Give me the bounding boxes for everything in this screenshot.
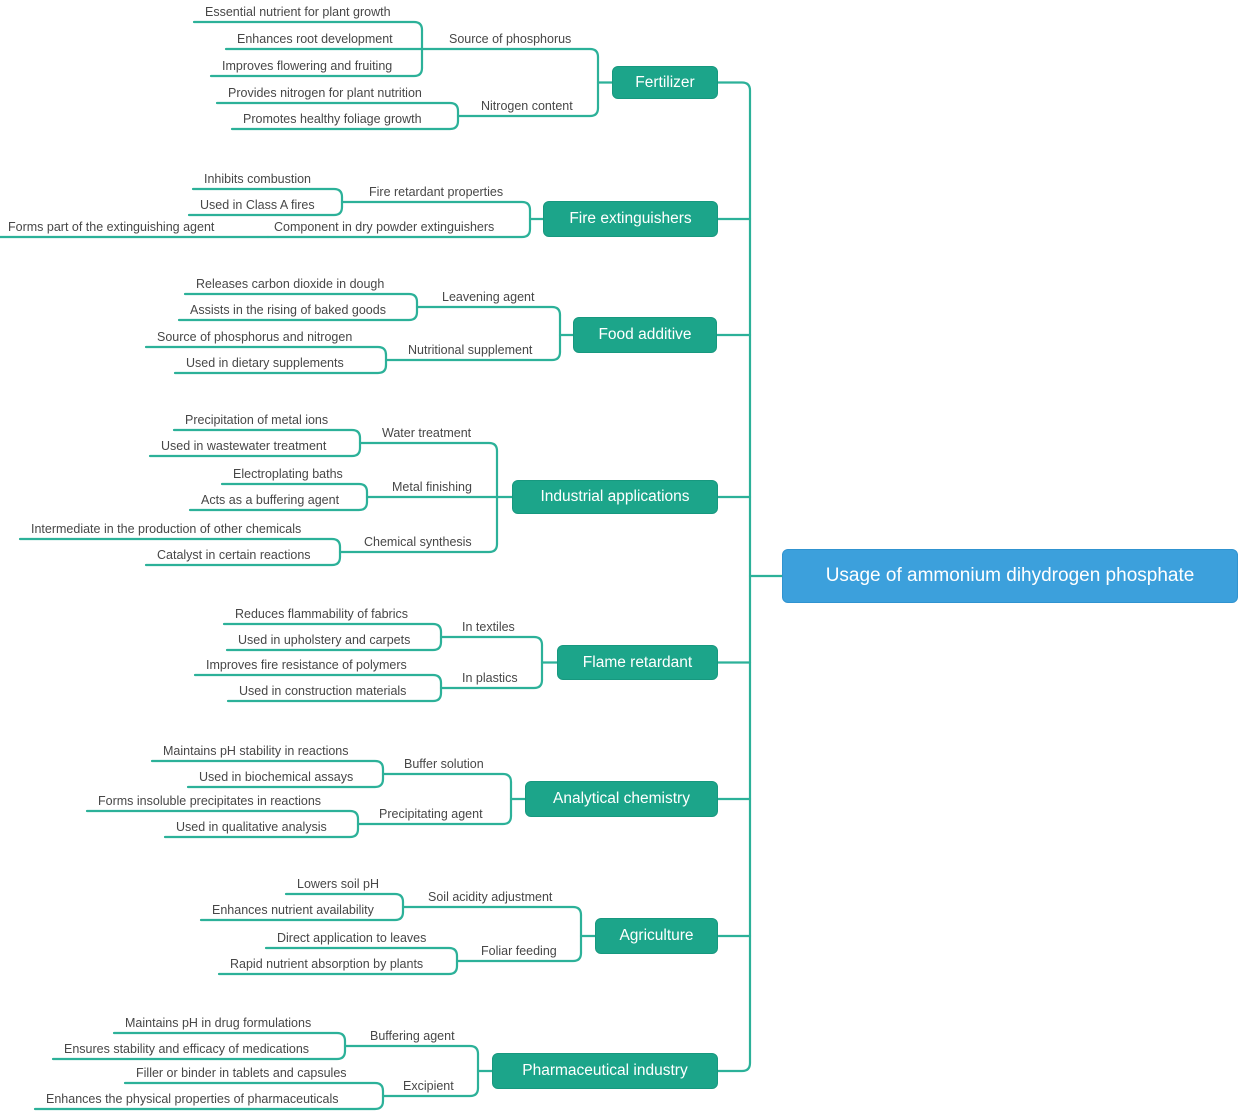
leaf-node[interactable]: Inhibits combustion [204, 172, 312, 186]
subbranch-node[interactable]: Precipitating agent [379, 807, 483, 821]
leaf-node[interactable]: Reduces flammability of fabrics [235, 607, 408, 621]
leaf-node[interactable]: Used in qualitative analysis [176, 820, 327, 834]
leaf-node[interactable]: Enhances root development [237, 32, 393, 46]
branch-node-pharmaceutical-industry[interactable]: Pharmaceutical industry [492, 1053, 718, 1089]
leaf-node[interactable]: Source of phosphorus and nitrogen [157, 330, 353, 344]
leaf-node[interactable]: Maintains pH in drug formulations [125, 1016, 312, 1030]
subbranch-node[interactable]: Excipient [403, 1079, 454, 1093]
branch-node-fire-extinguishers[interactable]: Fire extinguishers [543, 201, 718, 237]
branch-node-food-additive[interactable]: Food additive [573, 317, 717, 353]
leaf-node[interactable]: Filler or binder in tablets and capsules [136, 1066, 347, 1080]
subbranch-node[interactable]: In textiles [462, 620, 515, 634]
leaf-node[interactable]: Promotes healthy foliage growth [243, 112, 422, 126]
subbranch-node[interactable]: Chemical synthesis [364, 535, 472, 549]
leaf-node[interactable]: Used in upholstery and carpets [238, 633, 411, 647]
subbranch-node[interactable]: Nutritional supplement [408, 343, 533, 357]
leaf-node[interactable]: Acts as a buffering agent [201, 493, 340, 507]
leaf-node[interactable]: Ensures stability and efficacy of medica… [64, 1042, 310, 1056]
subbranch-node[interactable]: In plastics [462, 671, 518, 685]
leaf-node[interactable]: Releases carbon dioxide in dough [196, 277, 385, 291]
subbranch-node[interactable]: Buffer solution [404, 757, 484, 771]
leaf-node[interactable]: Used in wastewater treatment [161, 439, 327, 453]
leaf-node[interactable]: Used in Class A fires [200, 198, 315, 212]
branch-node-analytical-chemistry[interactable]: Analytical chemistry [525, 781, 718, 817]
leaf-node[interactable]: Essential nutrient for plant growth [205, 5, 391, 19]
leaf-node[interactable]: Catalyst in certain reactions [157, 548, 311, 562]
leaf-node[interactable]: Used in construction materials [239, 684, 407, 698]
subbranch-node[interactable]: Component in dry powder extinguishers [274, 220, 495, 234]
leaf-node[interactable]: Enhances nutrient availability [212, 903, 374, 917]
leaf-node[interactable]: Direct application to leaves [277, 931, 427, 945]
leaf-node[interactable]: Assists in the rising of baked goods [190, 303, 386, 317]
leaf-node[interactable]: Electroplating baths [233, 467, 343, 481]
leaf-node[interactable]: Forms insoluble precipitates in reaction… [98, 794, 322, 808]
subbranch-node[interactable]: Metal finishing [392, 480, 472, 494]
leaf-node[interactable]: Improves fire resistance of polymers [206, 658, 407, 672]
leaf-node[interactable]: Precipitation of metal ions [185, 413, 329, 427]
branch-node-industrial-applications[interactable]: Industrial applications [512, 480, 718, 514]
root-node[interactable]: Usage of ammonium dihydrogen phosphate [782, 549, 1238, 603]
subbranch-node[interactable]: Leavening agent [442, 290, 535, 304]
leaf-node[interactable]: Rapid nutrient absorption by plants [230, 957, 424, 971]
subbranch-node[interactable]: Buffering agent [370, 1029, 455, 1043]
subbranch-node[interactable]: Soil acidity adjustment [428, 890, 553, 904]
branch-node-fertilizer[interactable]: Fertilizer [612, 66, 718, 99]
leaf-node[interactable]: Forms part of the extinguishing agent [8, 220, 215, 234]
branch-node-flame-retardant[interactable]: Flame retardant [557, 645, 718, 680]
branch-node-agriculture[interactable]: Agriculture [595, 918, 718, 954]
leaf-node[interactable]: Provides nitrogen for plant nutrition [228, 86, 422, 100]
leaf-node[interactable]: Intermediate in the production of other … [31, 522, 302, 536]
subbranch-node[interactable]: Nitrogen content [481, 99, 573, 113]
leaf-node[interactable]: Used in biochemical assays [199, 770, 354, 784]
leaf-node[interactable]: Enhances the physical properties of phar… [46, 1092, 339, 1106]
subbranch-node[interactable]: Foliar feeding [481, 944, 557, 958]
subbranch-node[interactable]: Source of phosphorus [449, 32, 572, 46]
subbranch-node[interactable]: Fire retardant properties [369, 185, 504, 199]
leaf-node[interactable]: Improves flowering and fruiting [222, 59, 393, 73]
leaf-node[interactable]: Maintains pH stability in reactions [163, 744, 349, 758]
leaf-node[interactable]: Lowers soil pH [297, 877, 379, 891]
leaf-node[interactable]: Used in dietary supplements [186, 356, 344, 370]
subbranch-node[interactable]: Water treatment [382, 426, 472, 440]
